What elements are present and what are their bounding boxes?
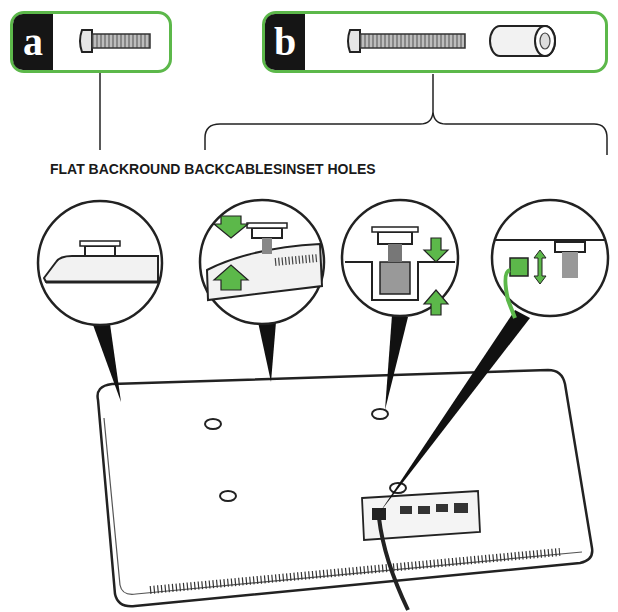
bracket xyxy=(205,74,607,155)
short-screw xyxy=(80,30,150,52)
mount-type-label: FLAT BACK xyxy=(50,161,129,177)
part-letter: b xyxy=(265,14,305,70)
round-back-detail xyxy=(200,200,324,324)
pointer-wedge xyxy=(92,310,530,512)
mount-type-label: CABLES xyxy=(225,161,283,177)
part-box: a xyxy=(10,11,172,73)
mount-type-label: INSET HOLES xyxy=(282,161,375,177)
flat-back-detail xyxy=(38,201,162,325)
cable-detail xyxy=(492,200,608,318)
part-box: b xyxy=(262,11,608,73)
spacer xyxy=(490,26,555,56)
inset-hole-detail xyxy=(342,200,458,316)
long-screw xyxy=(348,30,465,52)
part-letter: a xyxy=(13,14,53,70)
label-row: FLAT BACKROUND BACKCABLESINSET HOLES xyxy=(50,161,376,177)
monitor-back xyxy=(98,370,593,610)
leader-line xyxy=(99,73,101,150)
mount-type-label: ROUND BACK xyxy=(129,161,225,177)
